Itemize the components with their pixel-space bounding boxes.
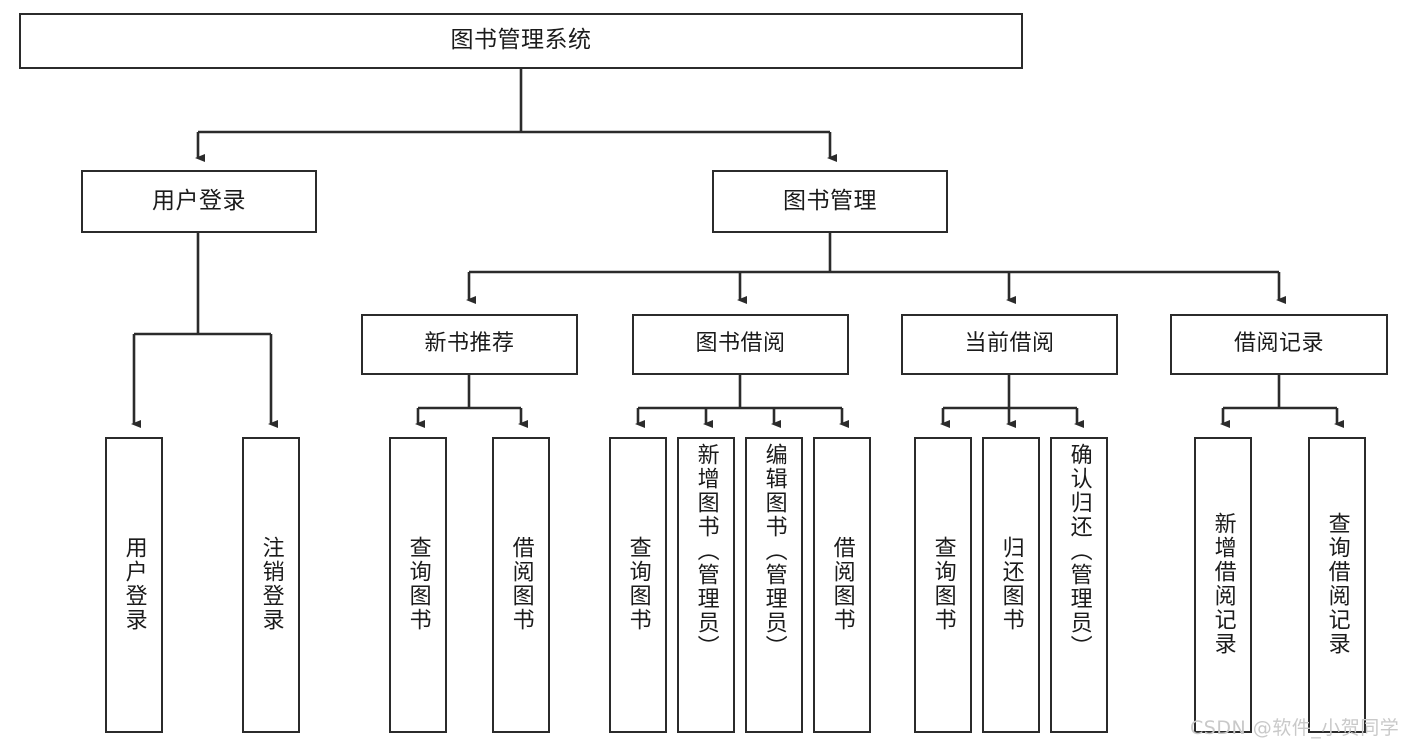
node-leaf-query-book-3[interactable]: 查询图书 <box>914 437 972 733</box>
node-leaf-add-record[interactable]: 新增借阅记录 <box>1194 437 1252 733</box>
node-borrow-record[interactable]: 借阅记录 <box>1170 314 1388 375</box>
node-leaf-return-book[interactable]: 归还图书 <box>982 437 1040 733</box>
node-book-management[interactable]: 图书管理 <box>712 170 948 233</box>
node-leaf-query-record[interactable]: 查询借阅记录 <box>1308 437 1366 733</box>
node-user-login[interactable]: 用户登录 <box>81 170 317 233</box>
node-leaf-borrow-book-2[interactable]: 借阅图书 <box>813 437 871 733</box>
node-leaf-edit-book[interactable]: 编辑图书（管理员） <box>745 437 803 733</box>
node-new-book-recommend[interactable]: 新书推荐 <box>361 314 578 375</box>
node-leaf-user-login[interactable]: 用户登录 <box>105 437 163 733</box>
node-leaf-borrow-book-1[interactable]: 借阅图书 <box>492 437 550 733</box>
node-root-system[interactable]: 图书管理系统 <box>19 13 1023 69</box>
csdn-watermark: CSDN @软件_小贺同学 <box>1190 717 1400 739</box>
node-leaf-query-book-1[interactable]: 查询图书 <box>389 437 447 733</box>
node-leaf-logout[interactable]: 注销登录 <box>242 437 300 733</box>
node-leaf-add-book[interactable]: 新增图书（管理员） <box>677 437 735 733</box>
node-leaf-confirm-return[interactable]: 确认归还（管理员） <box>1050 437 1108 733</box>
node-book-borrow[interactable]: 图书借阅 <box>632 314 849 375</box>
node-leaf-query-book-2[interactable]: 查询图书 <box>609 437 667 733</box>
node-current-borrow[interactable]: 当前借阅 <box>901 314 1118 375</box>
